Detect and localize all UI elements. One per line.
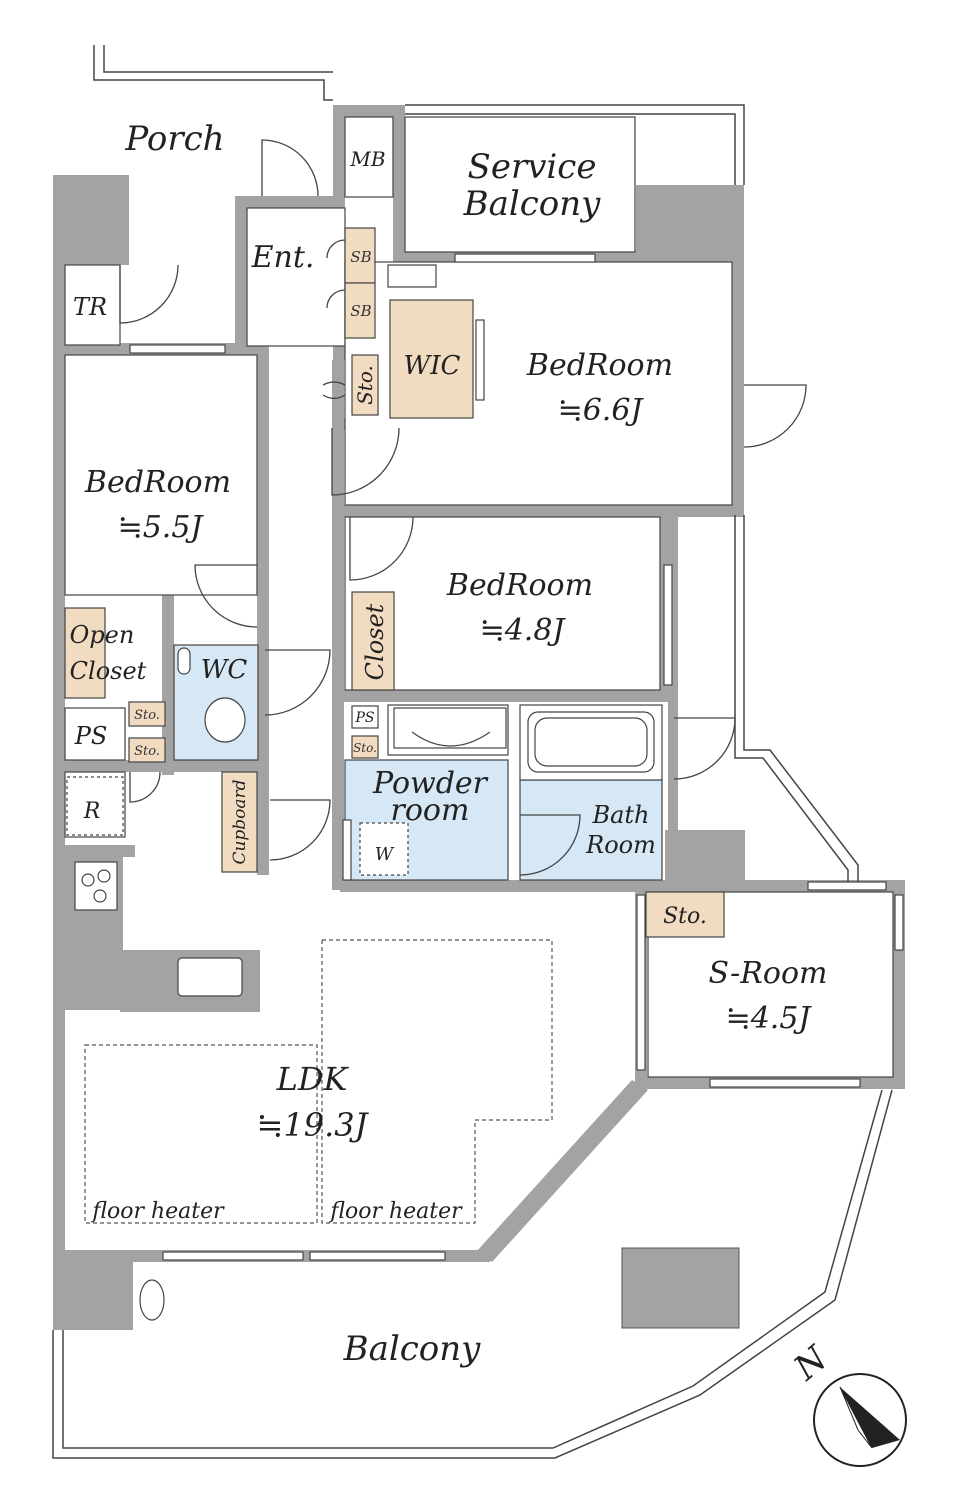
label-service-balcony-2: Balcony [463, 184, 602, 224]
label-balcony: Balcony [343, 1329, 482, 1369]
fixtures [66, 647, 655, 1321]
label-sto-s: Sto. [663, 904, 707, 929]
label-wc: WC [201, 655, 248, 685]
label-mb: MB [349, 147, 385, 171]
label-sb-1: SB [350, 248, 371, 266]
label-bedroom-ne-size: ≒6.6J [558, 393, 645, 428]
label-ps-1: PS [354, 710, 374, 726]
label-ent: Ent. [251, 240, 315, 275]
room-labels: Porch MB Service Balcony Ent. SB SB TR W… [70, 119, 828, 1369]
compass: N [786, 1338, 907, 1467]
label-floor-heater-2: floor heater [328, 1199, 463, 1224]
label-ldk-size: ≒19.3J [257, 1106, 370, 1144]
compass-needle-tail-icon [839, 1386, 873, 1449]
label-closet: Closet [361, 603, 389, 680]
doors [119, 139, 807, 876]
label-bedroom-ne: BedRoom [526, 348, 673, 383]
label-bath-1: Bath [591, 801, 649, 829]
east-rail [743, 515, 859, 882]
label-floor-heater-1: floor heater [90, 1199, 225, 1224]
label-sroom-size: ≒4.5J [726, 1001, 813, 1036]
diagonal-wall [476, 1080, 648, 1262]
compass-needle-icon [840, 1387, 900, 1448]
label-open-closet-1: Open [70, 621, 135, 649]
label-powder-1: Powder [372, 766, 489, 801]
label-cupboard: Cupboard [230, 779, 250, 864]
floor-heater-areas [84, 939, 553, 1224]
label-r: R [83, 799, 101, 824]
balcony-outline [52, 1089, 893, 1459]
label-sb-2: SB [350, 302, 371, 320]
label-bedroom-c-size: ≒4.8J [480, 613, 567, 648]
label-tr: TR [73, 293, 107, 321]
porch-outline [93, 45, 333, 101]
label-ldk: LDK [276, 1060, 350, 1098]
label-sto-c: Sto. [353, 741, 377, 755]
label-bath-2: Room [585, 831, 656, 859]
column-block [621, 1247, 740, 1329]
label-sto-vertical: Sto. [353, 365, 377, 405]
balcony-outline-inner [62, 1089, 883, 1449]
label-sto-a: Sto. [134, 708, 160, 723]
label-porch: Porch [124, 119, 224, 159]
label-sroom: S-Room [709, 956, 828, 991]
service-balcony-rail [405, 104, 745, 185]
label-bedroom-w-size: ≒5.5J [118, 510, 205, 545]
service-balcony-rail-inner [405, 113, 736, 185]
label-sto-b: Sto. [134, 744, 160, 759]
compass-north-label: N [786, 1338, 836, 1389]
label-bedroom-c: BedRoom [446, 568, 593, 603]
porch-outline-inner [103, 45, 333, 73]
label-wic: WIC [404, 351, 461, 381]
label-ps-2: PS [74, 722, 108, 750]
label-powder-2: room [391, 793, 470, 828]
east-rail-inner [734, 515, 849, 882]
windows [129, 253, 904, 1261]
label-bedroom-w: BedRoom [84, 465, 231, 500]
label-open-closet-2: Closet [70, 657, 147, 685]
label-service-balcony-1: Service [468, 147, 597, 187]
label-w: W [375, 844, 395, 865]
